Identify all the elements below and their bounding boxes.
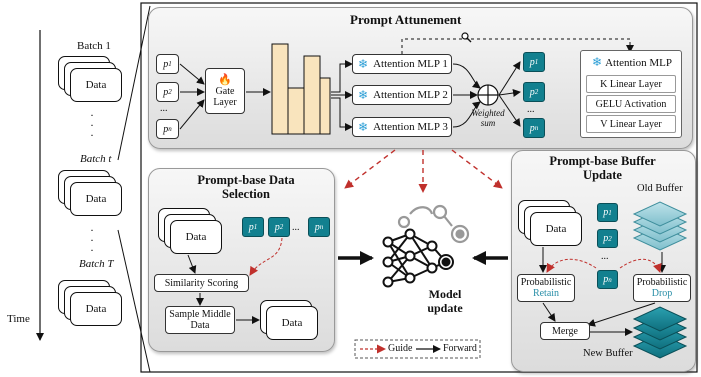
time-label: Time — [7, 313, 30, 325]
gate-layer-box: 🔥 Gate Layer — [205, 68, 245, 114]
data-selection-title: Prompt-base Data Selection — [197, 173, 295, 201]
new-buffer-label: New Buffer — [583, 348, 633, 359]
probabilistic-drop-box: Probabilistic Drop — [633, 274, 691, 302]
fire-icon: 🔥 — [218, 73, 232, 86]
legend-guide-label: Guide — [388, 343, 413, 354]
selected-data-label: Data — [281, 317, 303, 329]
batch-1-data-label: Data — [85, 79, 107, 91]
probabilistic-retain-box: Probabilistic Retain — [517, 274, 575, 302]
weighted-sum-label: Weighted sum — [471, 108, 505, 128]
mlp-detail-title: ❄Attention MLP — [592, 55, 672, 70]
gate-layer-label: Gate Layer — [213, 85, 237, 108]
batch-1-label: Batch 1 — [77, 40, 111, 52]
mlp-detail-title-text: Attention MLP — [605, 57, 672, 69]
snowflake-icon: ❄ — [592, 55, 603, 69]
ellipsis-vertical-1: ··· — [90, 108, 94, 142]
retain-word: Retain — [532, 288, 560, 299]
snowflake-icon: ❄ — [358, 56, 369, 71]
retain-head: Probabilistic — [520, 277, 572, 288]
snowflake-icon: ❄ — [358, 87, 369, 102]
buffer-data-card: Data — [530, 212, 582, 246]
selection-prompt-ellipsis: ... — [292, 222, 300, 233]
attention-mlp-3: ❄ Attention MLP 3 — [352, 117, 452, 137]
ellipsis-vertical-2: ··· — [90, 223, 94, 257]
magnifier-icon — [461, 32, 472, 43]
batch-T-label: Batch T — [79, 258, 114, 270]
attention-mlp-1-label: Attention MLP 1 — [373, 58, 448, 70]
input-prompt-ellipsis: ... — [160, 103, 168, 114]
attention-mlp-2: ❄ Attention MLP 2 — [352, 85, 452, 105]
snowflake-icon: ❄ — [358, 119, 369, 134]
old-buffer-label: Old Buffer — [637, 183, 683, 194]
attention-mlp-1: ❄ Attention MLP 1 — [352, 54, 452, 74]
buffer-data-label: Data — [545, 223, 567, 235]
legend-forward-label: Forward — [443, 343, 477, 354]
output-prompt-ellipsis: ... — [527, 104, 535, 115]
batch-t-data-label: Data — [85, 193, 107, 205]
merge-box: Merge — [540, 322, 590, 340]
drop-word: Drop — [651, 288, 673, 299]
prompt-attunement-title: Prompt Attunement — [350, 12, 462, 27]
batch-T-data-label: Data — [85, 303, 107, 315]
batch-t-card: Data — [70, 182, 122, 216]
k-linear-layer: K Linear Layer — [586, 75, 676, 93]
selected-data-card: Data — [266, 306, 318, 340]
attention-mlp-3-label: Attention MLP 3 — [373, 121, 448, 133]
v-linear-layer: V Linear Layer — [586, 115, 676, 133]
attention-mlp-2-label: Attention MLP 2 — [373, 89, 448, 101]
model-update-label: Model update — [427, 287, 463, 315]
old-buffer-stack-icon — [632, 201, 688, 251]
gelu-activation: GELU Activation — [586, 95, 676, 113]
batch-t-label: Batch t — [80, 153, 112, 165]
neural-network-icon — [382, 228, 454, 288]
sample-middle-data-box: Sample Middle Data — [165, 306, 235, 334]
new-buffer-stack-icon — [632, 306, 688, 359]
selection-data-label: Data — [185, 231, 207, 243]
buffer-prompt-ellipsis: ... — [601, 251, 609, 262]
similarity-scoring-box: Similarity Scoring — [154, 274, 249, 292]
batch-1-card: Data — [70, 68, 122, 102]
drop-head: Probabilistic — [636, 277, 688, 288]
selection-data-card: Data — [170, 220, 222, 254]
gate-weight-bars — [271, 43, 331, 135]
batch-T-card: Data — [70, 292, 122, 326]
buffer-update-title: Prompt-base Buffer Update — [549, 154, 656, 182]
optimization-gear-icon — [397, 204, 470, 244]
